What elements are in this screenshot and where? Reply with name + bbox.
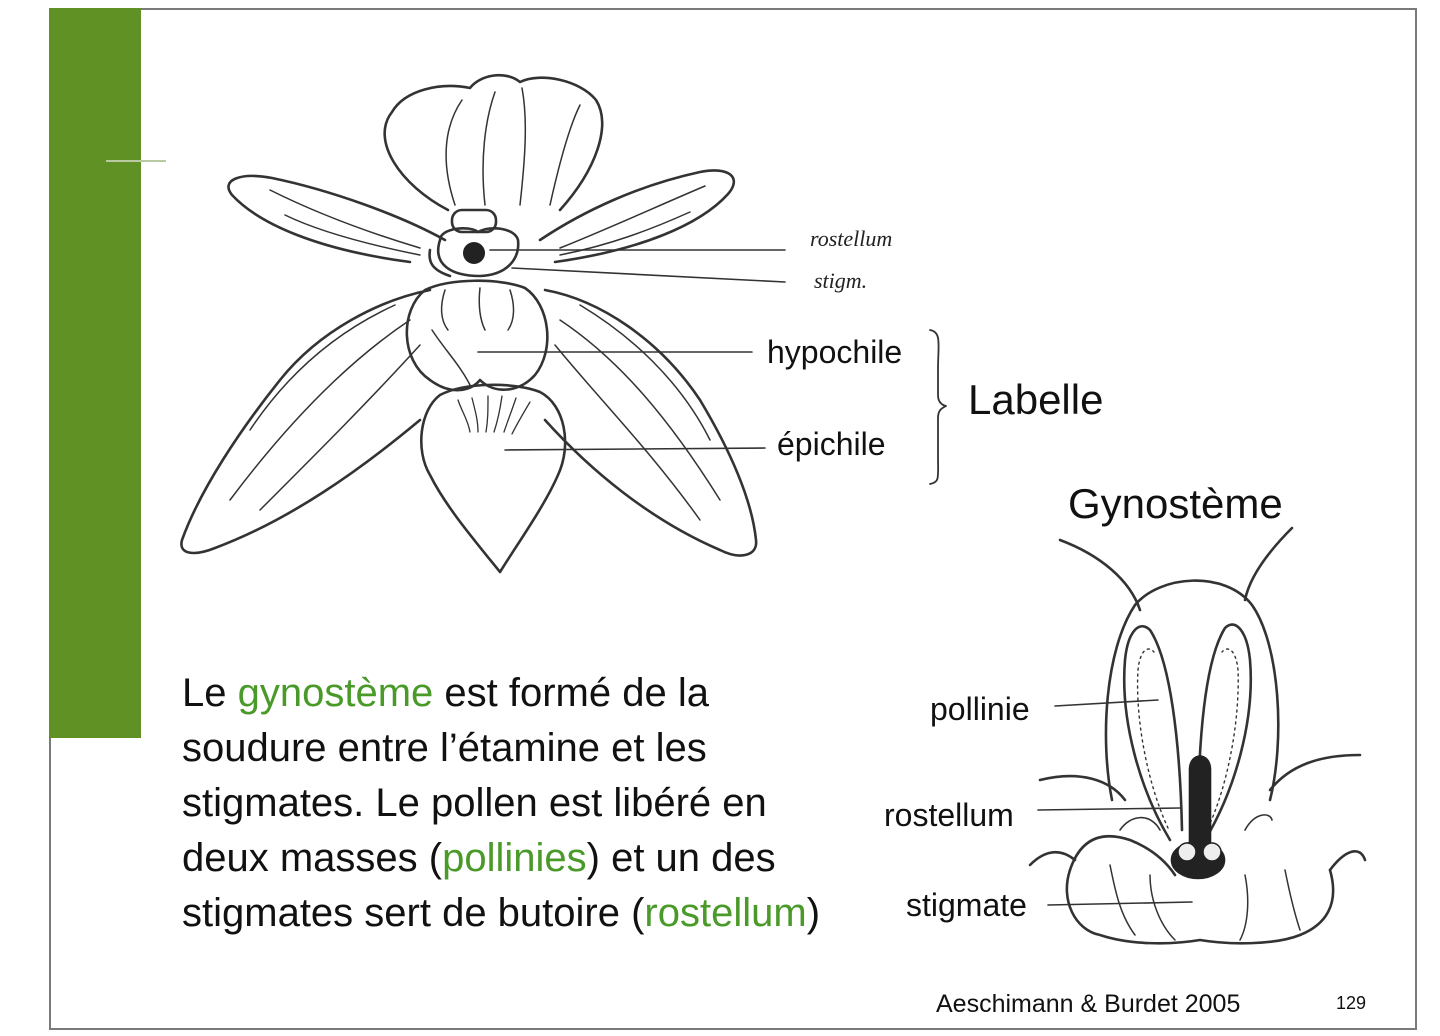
highlight-rostellum: rostellum xyxy=(644,891,807,935)
text-part: ) xyxy=(806,891,821,935)
label-stigmate: stigmate xyxy=(906,887,1027,923)
highlight-pollinies: pollinies xyxy=(442,836,587,880)
text-part: est formé de la soudure entre l’étamine … xyxy=(182,671,767,880)
label-gynosteme-title: Gynostème xyxy=(1068,480,1283,527)
label-rostellum-gynosteme: rostellum xyxy=(884,797,1014,833)
label-stigm: stigm. xyxy=(814,268,868,293)
label-pollinie: pollinie xyxy=(930,691,1030,727)
label-labelle: Labelle xyxy=(968,376,1104,423)
highlight-gynosteme: gynostème xyxy=(237,671,434,715)
label-epichile: épichile xyxy=(777,426,886,462)
label-rostellum-flower: rostellum xyxy=(810,226,893,251)
accent-tick xyxy=(106,160,166,162)
text-part: Le xyxy=(182,671,238,715)
accent-bar xyxy=(49,8,141,738)
description-text: Le gynostème est formé de la soudure ent… xyxy=(182,666,822,941)
text-part: ) et un des stigmates sert de butoire ( xyxy=(182,836,776,935)
source-credit: Aeschimann & Burdet 2005 xyxy=(936,990,1241,1018)
page-number: 129 xyxy=(1336,993,1367,1013)
label-hypochile: hypochile xyxy=(767,334,903,370)
